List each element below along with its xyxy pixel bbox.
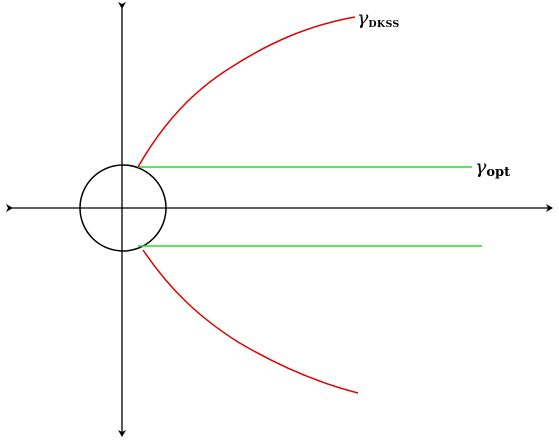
opt-subscript: opt xyxy=(486,165,511,180)
gamma-symbol: γ xyxy=(475,156,487,178)
gamma-opt-label: γopt xyxy=(475,156,511,180)
dkss-curve-lower xyxy=(142,249,359,394)
origin-circle xyxy=(79,164,167,252)
dkss-subscript: DKSS xyxy=(368,19,400,30)
dkss-curve-upper xyxy=(137,16,356,168)
gamma-symbol: γ xyxy=(357,7,369,29)
gamma-dkss-label: γDKSS xyxy=(357,7,400,30)
